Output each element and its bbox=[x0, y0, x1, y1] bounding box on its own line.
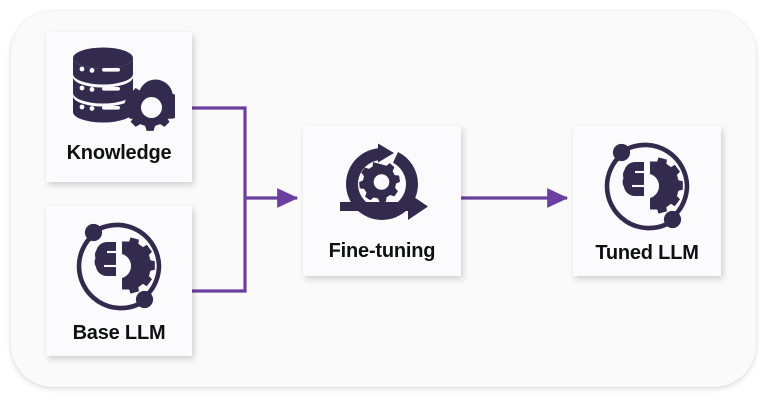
brain-gear-orbit-icon bbox=[76, 222, 162, 311]
iteration-loop-gear-arrow-icon bbox=[340, 143, 428, 220]
node-label-fine-tuning: Fine-tuning bbox=[328, 240, 436, 262]
database-gear-icon bbox=[73, 47, 175, 131]
icon-wrap bbox=[46, 216, 192, 316]
brain-gear-orbit-icon bbox=[604, 142, 690, 231]
icon-wrap bbox=[46, 44, 192, 136]
icon-wrap bbox=[573, 136, 721, 236]
icon-wrap bbox=[303, 140, 461, 232]
node-card-base-llm[interactable]: Base LLM bbox=[46, 206, 192, 356]
node-label-tuned-llm: Tuned LLM bbox=[595, 242, 699, 264]
node-card-tuned-llm[interactable]: Tuned LLM bbox=[573, 126, 721, 276]
node-card-fine-tuning[interactable]: Fine-tuning bbox=[303, 126, 461, 276]
node-label-knowledge: Knowledge bbox=[66, 142, 172, 164]
node-card-knowledge[interactable]: Knowledge bbox=[46, 32, 192, 182]
node-label-base-llm: Base LLM bbox=[72, 322, 166, 344]
